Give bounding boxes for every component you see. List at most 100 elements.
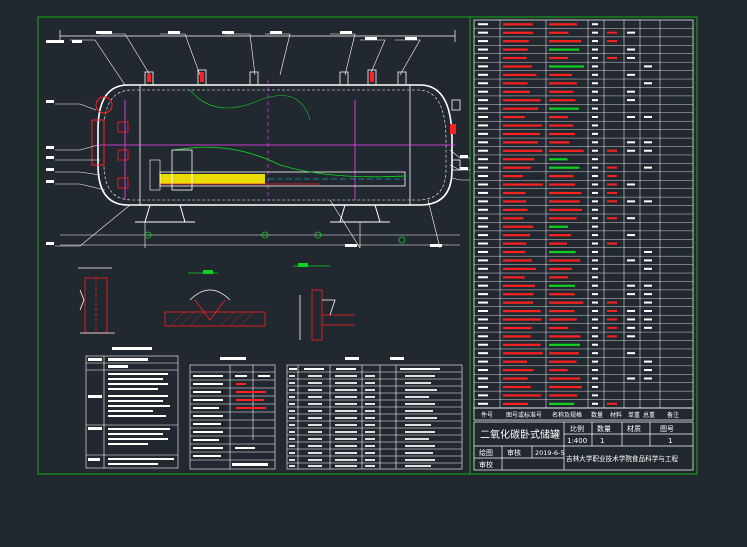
reviewer-label: 审核 [507, 448, 521, 457]
parts-row-mark [503, 116, 525, 119]
parts-row-mark [549, 276, 569, 279]
parts-row-mark [549, 191, 582, 195]
parts-row-mark [592, 352, 598, 355]
parts-row-mark [478, 310, 488, 312]
parts-row-mark [503, 343, 541, 346]
parts-row-mark [549, 301, 584, 304]
parts-row-mark [592, 200, 598, 203]
parts-row-mark [592, 149, 598, 152]
parts-row-mark [592, 318, 598, 321]
parts-row-mark [644, 149, 652, 152]
parts-row-mark [607, 175, 617, 178]
parts-row-mark [627, 48, 635, 51]
parts-row-mark [592, 31, 598, 34]
parts-row-mark [478, 293, 488, 296]
parts-row-mark [644, 65, 652, 68]
parts-row-mark [644, 293, 652, 296]
parts-row-mark [478, 225, 488, 228]
parts-row-mark [549, 217, 577, 220]
parts-row-mark [592, 326, 598, 329]
parts-row-mark [503, 360, 528, 363]
parts-row-mark [503, 225, 533, 228]
parts-row-mark [478, 175, 488, 178]
checker-label: 审校 [479, 460, 493, 469]
parts-row-mark [549, 116, 568, 119]
parts-row-mark [503, 326, 532, 330]
parts-header-unit-weight: 单重 [628, 411, 640, 419]
parts-row-mark [592, 276, 598, 279]
title-block [473, 421, 694, 471]
parts-row-mark [503, 132, 540, 136]
parts-row-mark [644, 250, 652, 253]
parts-row-mark [549, 73, 573, 77]
weld-detail-2 [164, 270, 266, 327]
parts-row-mark [478, 267, 488, 270]
parts-row-mark [478, 82, 488, 85]
qty-label: 数量 [597, 424, 611, 433]
parts-row-mark [549, 267, 572, 271]
parts-row-mark [503, 40, 529, 43]
parts-row-mark [627, 73, 635, 76]
parts-row-mark [627, 335, 635, 338]
parts-row-mark [478, 394, 488, 397]
parts-row-mark [592, 402, 598, 405]
parts-row-mark [503, 242, 527, 245]
parts-row-mark [644, 116, 652, 118]
parts-row-mark [592, 310, 598, 312]
parts-row-mark [592, 293, 598, 296]
parts-row-mark [627, 149, 635, 152]
technical-requirements-table [85, 355, 179, 469]
parts-row-mark [592, 56, 598, 59]
parts-row-mark [503, 124, 543, 127]
parts-row-mark [644, 318, 652, 321]
parts-row-mark [644, 360, 652, 363]
heating-coil [160, 174, 265, 184]
date-value: 2019-6-5 [535, 449, 565, 457]
parts-row-mark [627, 183, 635, 186]
parts-row-mark [592, 23, 598, 26]
parts-row-mark [592, 191, 598, 194]
parts-header-no: 件号 [481, 411, 493, 419]
parts-row-mark [549, 40, 582, 43]
parts-row-mark [503, 31, 534, 34]
parts-row-mark [592, 242, 598, 245]
parts-row-mark [549, 402, 575, 405]
parts-row-mark [592, 234, 598, 237]
parts-row-mark [503, 65, 532, 68]
parts-row-mark [478, 335, 488, 338]
parts-row-mark [644, 301, 652, 304]
parts-row-mark [503, 217, 524, 220]
parts-row-mark [478, 40, 488, 43]
parts-row-mark [607, 31, 617, 34]
parts-row-mark [478, 191, 488, 194]
parts-row-mark [503, 369, 534, 372]
parts-row-mark [627, 141, 635, 144]
parts-row-mark [644, 284, 652, 287]
parts-row-mark [627, 31, 635, 34]
parts-row-mark [627, 217, 635, 220]
parts-row-mark [503, 56, 527, 60]
parts-row-mark [503, 208, 528, 211]
parts-row-mark [478, 124, 488, 127]
parts-header-remark: 备注 [667, 411, 679, 419]
parts-row-mark [644, 369, 652, 372]
parts-row-mark [503, 73, 537, 77]
parts-row-mark [549, 377, 581, 380]
parts-row-mark [549, 200, 580, 203]
parts-list-table [473, 19, 694, 409]
parts-row-mark [478, 56, 488, 59]
parts-row-mark [478, 377, 488, 380]
parts-row-mark [478, 217, 488, 220]
parts-row-mark [478, 250, 488, 253]
parts-row-mark [549, 124, 573, 127]
parts-row-mark [644, 310, 652, 312]
parts-row-mark [549, 293, 575, 296]
parts-row-mark [592, 377, 598, 380]
parts-row-mark [503, 158, 535, 161]
parts-row-mark [549, 90, 574, 93]
material-label: 材质 [627, 424, 641, 433]
parts-row-mark [607, 335, 617, 338]
parts-row-mark [607, 149, 617, 152]
parts-row-mark [549, 310, 575, 313]
